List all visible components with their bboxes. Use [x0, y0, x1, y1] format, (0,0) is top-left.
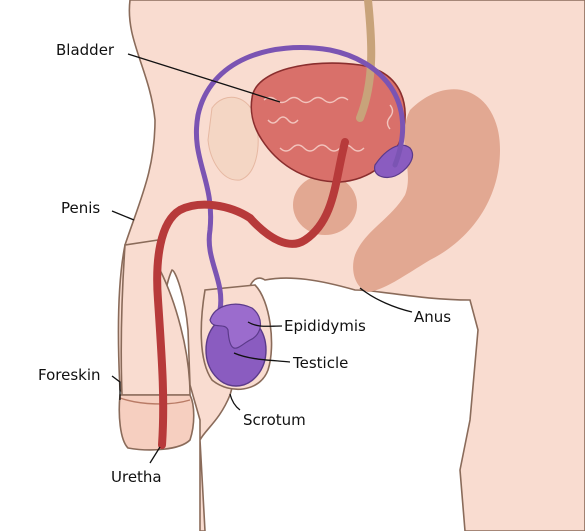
label-scrotum: Scrotum [243, 411, 306, 429]
label-testicle: Testicle [292, 354, 348, 372]
label-anus: Anus [414, 308, 451, 326]
label-penis: Penis [61, 199, 100, 217]
prostate [293, 175, 357, 235]
label-epididymis: Epididymis [284, 317, 366, 335]
label-uretha: Uretha [111, 468, 162, 486]
label-bladder: Bladder [56, 41, 115, 59]
label-foreskin: Foreskin [38, 366, 101, 384]
